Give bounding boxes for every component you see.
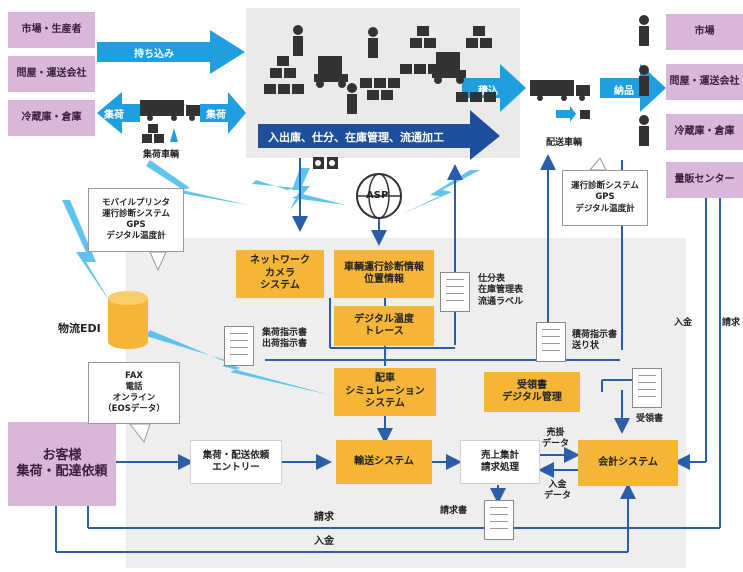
vehicle-diagnostics-info: 車輌運行診断情報 位置情報: [334, 250, 434, 298]
pickup-vehicle-label: 集荷車輌: [143, 150, 180, 160]
transport-system: 輸送システム: [336, 440, 432, 484]
loading-docs-icon: [536, 322, 566, 362]
billing-right-label: 請求: [722, 318, 741, 328]
loading-arrow: [462, 64, 526, 112]
receipt-digital-management: 受領書 デジタル管理: [484, 372, 580, 412]
party-market-right: 市場: [666, 14, 743, 50]
receipt-label: 受領書: [636, 414, 664, 424]
right-workers-icon: [628, 14, 658, 158]
delivery-vehicle-label: 配送車輌: [546, 138, 583, 148]
lightning-edi: [62, 200, 112, 305]
delivery-boxes-icon: [556, 102, 596, 130]
lightning-asp-left: [252, 180, 346, 205]
logistics-edi-label: 物流EDI: [58, 322, 101, 335]
invoice-label: 請求書: [440, 506, 468, 516]
pickup-right-label: 集荷: [206, 110, 226, 121]
pickup-truck-icon: [140, 98, 202, 126]
payment-data-label: 入金 データ: [544, 480, 572, 502]
party-cold-storage: 冷蔵庫・倉庫: [8, 100, 95, 136]
network-camera-system: ネットワーク カメラ システム: [236, 250, 324, 298]
sales-billing-process: 売上集計 請求処理: [460, 440, 540, 484]
payment-label: 入金: [314, 536, 334, 547]
pickup-left-arrow: [97, 92, 140, 134]
party-customer: お客様 集荷・配達依頼: [8, 422, 116, 506]
pickup-left-label: 集荷: [104, 110, 124, 121]
pickup-right-arrow: [200, 92, 246, 134]
asp-label: ASP: [366, 190, 389, 201]
pickup-devices-callout: モバイルプリンタ 運行診断システム GPS デジタル温度計: [88, 188, 184, 252]
database-icon: [108, 291, 148, 349]
payment-right-label: 入金: [674, 318, 693, 328]
asp-cloud-icon: [356, 173, 402, 219]
digital-temp-trace: デジタル温度 トレース: [334, 306, 434, 346]
pickup-instructions-label: 集荷指示書 出荷指示書: [262, 328, 308, 350]
accounting-system: 会計システム: [578, 440, 678, 486]
party-cold-storage-right: 冷蔵庫・倉庫: [666, 114, 743, 150]
party-wholesale-transport-right: 問屋・運送会社: [666, 64, 743, 100]
lightning-delivery: [400, 170, 480, 215]
lightning-pickup-vehicle: [146, 160, 248, 205]
sorting-docs-label: 仕分表 在庫管理表 流通ラベル: [478, 274, 524, 307]
warehouse-ops-arrow: [258, 110, 500, 160]
pickup-entry: 集荷・配送依頼 エントリー: [190, 440, 282, 484]
billing-label: 請求: [314, 512, 334, 523]
receivable-data-label: 売掛 データ: [542, 428, 570, 450]
delivery-arrow: [600, 64, 666, 112]
pickup-instructions-doc-icon: [224, 326, 254, 366]
party-sales-center: 量販センター: [666, 162, 743, 198]
flow-arrows: [97, 30, 666, 160]
loading-label: 積込: [478, 86, 498, 97]
delivery-label: 納品: [614, 86, 634, 97]
order-channels-callout: FAX 電話 オンライン （EOSデータ）: [88, 362, 180, 424]
warehouse-ops-label: 入出庫、仕分、在庫管理、流通加工: [268, 131, 444, 144]
warehouse-boxes-icon: [260, 18, 510, 118]
dispatch-simulation-system: 配車 シミュレーション システム: [334, 368, 436, 416]
party-wholesale-transport: 問屋・運送会社: [8, 56, 95, 92]
invoice-doc-icon: [484, 500, 514, 540]
sorting-docs-icon: [440, 272, 470, 312]
pickup-boxes-icon: [142, 122, 182, 150]
loading-docs-label: 積荷指示書 送り状: [572, 330, 618, 352]
delivery-devices-callout: 運行診断システム GPS デジタル温度計: [562, 170, 648, 226]
bring-in-label: 持ち込み: [134, 49, 174, 60]
camera-icon: [312, 154, 340, 176]
party-market-producer: 市場・生産者: [8, 12, 95, 48]
lightning-edi-transport: [146, 330, 330, 395]
bring-in-arrow: [97, 30, 245, 74]
receipt-doc-icon: [632, 368, 662, 408]
delivery-truck-icon: [530, 78, 592, 106]
